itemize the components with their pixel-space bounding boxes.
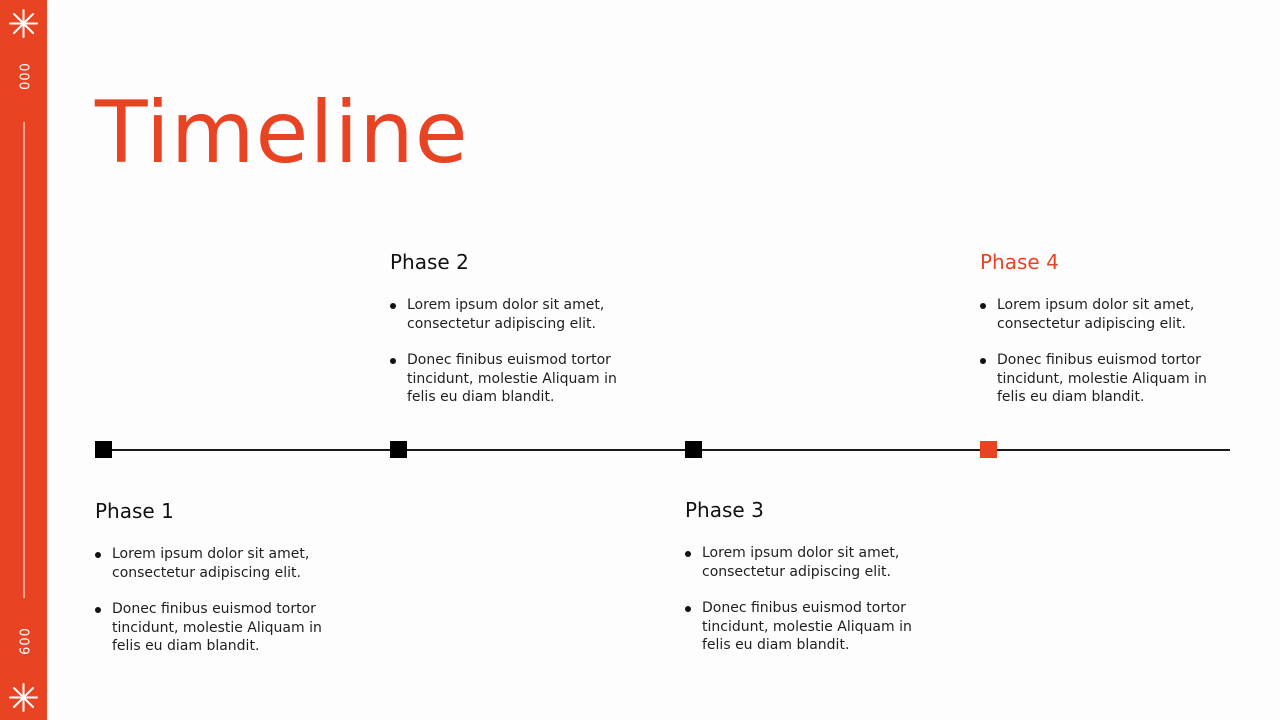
phase-2-bullets: Lorem ipsum dolor sit amet, consectetur … xyxy=(390,296,640,407)
bullet-item: Lorem ipsum dolor sit amet, consectetur … xyxy=(980,296,1222,333)
timeline-marker-phase-2 xyxy=(390,441,407,458)
bullet-item: Lorem ipsum dolor sit amet, consectetur … xyxy=(390,296,632,333)
bullet-item: Lorem ipsum dolor sit amet, consectetur … xyxy=(95,545,337,582)
timeline-marker-phase-1 xyxy=(95,441,112,458)
bullet-dot-icon xyxy=(390,303,396,309)
bullet-item: Lorem ipsum dolor sit amet, consectetur … xyxy=(685,544,927,581)
bullet-dot-icon xyxy=(685,606,691,612)
timeline-marker-phase-3 xyxy=(685,441,702,458)
sidebar: 000 009 xyxy=(0,0,47,720)
phase-1-bullets: Lorem ipsum dolor sit amet, consectetur … xyxy=(95,545,345,656)
phase-3-block: Phase 3 Lorem ipsum dolor sit amet, cons… xyxy=(685,498,935,673)
phase-2-block: Phase 2 Lorem ipsum dolor sit amet, cons… xyxy=(390,250,640,425)
phase-3-bullets: Lorem ipsum dolor sit amet, consectetur … xyxy=(685,544,935,655)
bullet-dot-icon xyxy=(95,607,101,613)
phase-2-title: Phase 2 xyxy=(390,250,469,274)
bullet-item: Donec finibus euismod tortor tincidunt, … xyxy=(95,600,337,656)
timeline-marker-phase-4 xyxy=(980,441,997,458)
phase-4-title: Phase 4 xyxy=(980,250,1059,274)
bullet-dot-icon xyxy=(95,552,101,558)
bullet-dot-icon xyxy=(685,551,691,557)
phase-1-title: Phase 1 xyxy=(95,499,174,523)
page-number-top: 000 xyxy=(15,63,31,91)
bullet-item: Donec finibus euismod tortor tincidunt, … xyxy=(685,599,927,655)
phase-3-title: Phase 3 xyxy=(685,498,764,522)
asterisk-star-icon xyxy=(8,682,39,713)
bullet-dot-icon xyxy=(390,358,396,364)
page-number-bottom: 009 xyxy=(15,628,31,656)
phase-1-block: Phase 1 Lorem ipsum dolor sit amet, cons… xyxy=(95,499,345,674)
bullet-dot-icon xyxy=(980,303,986,309)
phase-4-block: Phase 4 Lorem ipsum dolor sit amet, cons… xyxy=(980,250,1230,425)
sidebar-divider-line xyxy=(23,122,25,598)
asterisk-star-icon xyxy=(8,8,39,39)
bullet-item: Donec finibus euismod tortor tincidunt, … xyxy=(390,351,632,407)
timeline-axis xyxy=(100,449,1230,451)
bullet-dot-icon xyxy=(980,358,986,364)
bullet-item: Donec finibus euismod tortor tincidunt, … xyxy=(980,351,1222,407)
phase-4-bullets: Lorem ipsum dolor sit amet, consectetur … xyxy=(980,296,1230,407)
slide-title: Timeline xyxy=(95,83,469,183)
